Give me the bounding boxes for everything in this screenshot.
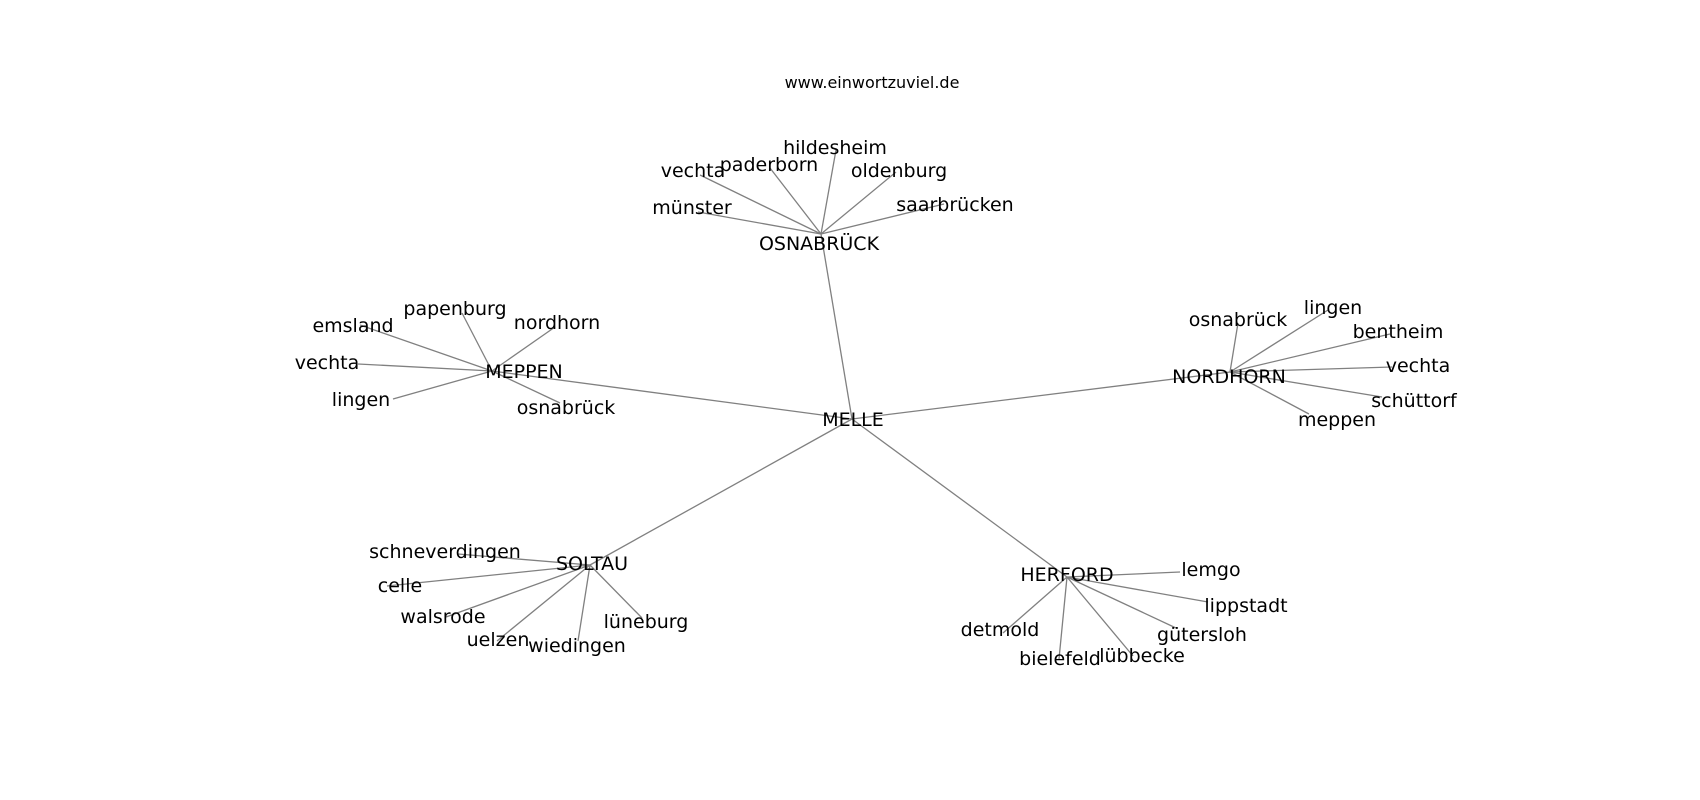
edge-nordhorn-meppen <box>1229 371 1310 415</box>
leaf-osnabrueck-saarbruecken: saarbrücken <box>896 194 1013 216</box>
leaf-meppen-vechta: vechta <box>295 352 360 374</box>
leaf-herford-lemgo: lemgo <box>1181 559 1240 581</box>
edge-herford-detmold <box>1002 576 1068 634</box>
node-osnabrueck: OSNABRÜCK <box>759 232 880 255</box>
leaf-meppen-papenburg: papenburg <box>403 298 506 320</box>
leaf-soltau-wiedingen: wiedingen <box>528 635 626 657</box>
edge-meppen-vechta <box>357 363 493 372</box>
edge-soltau-lueneburg <box>589 564 643 619</box>
edge-meppen-nordhorn <box>491 326 556 372</box>
leaf-herford-bielefeld: bielefeld <box>1019 648 1101 670</box>
leaf-nordhorn-vechta: vechta <box>1386 355 1451 377</box>
leaf-soltau-walsrode: walsrode <box>400 606 485 628</box>
leaf-osnabrueck-oldenburg: oldenburg <box>851 160 947 182</box>
edge-melle-nordhorn <box>851 371 1231 420</box>
leaf-meppen-nordhorn: nordhorn <box>514 312 600 334</box>
edge-nordhorn-osnabrueck <box>1229 322 1239 373</box>
node-nordhorn: NORDHORN <box>1172 366 1286 388</box>
node-meppen: MEPPEN <box>485 361 563 383</box>
node-herford: HERFORD <box>1020 564 1113 586</box>
labels-layer: MELLEOSNABRÜCKvechtapaderbornhildesheimo… <box>295 137 1458 670</box>
edge-soltau-walsrode <box>445 564 591 618</box>
leaf-soltau-lueneburg: lüneburg <box>604 611 689 633</box>
leaf-meppen-osnabrueck: osnabrück <box>517 397 616 419</box>
edge-herford-lemgo <box>1066 571 1181 578</box>
edge-nordhorn-vechta <box>1229 366 1393 373</box>
edge-osnabrueck-muenster <box>697 211 822 235</box>
leaf-nordhorn-meppen: meppen <box>1298 409 1376 431</box>
leaf-nordhorn-osnabrueck: osnabrück <box>1189 309 1288 331</box>
edge-nordhorn-schuettorf <box>1229 371 1383 398</box>
edge-osnabrueck-oldenburg <box>820 171 897 235</box>
leaf-herford-detmold: detmold <box>961 619 1040 641</box>
edge-meppen-emsland <box>359 324 493 372</box>
leaf-soltau-uelzen: uelzen <box>467 629 530 651</box>
edge-meppen-lingen <box>392 370 493 400</box>
leaf-osnabrueck-vechta: vechta <box>661 160 726 182</box>
leaf-soltau-celle: celle <box>378 575 422 597</box>
edge-melle-osnabrueck <box>820 233 853 420</box>
leaf-nordhorn-bentheim: bentheim <box>1353 321 1444 343</box>
edge-meppen-osnabrueck <box>491 370 561 404</box>
leaf-herford-guetersloh: gütersloh <box>1157 624 1247 646</box>
edge-nordhorn-bentheim <box>1229 333 1391 373</box>
leaf-osnabrueck-muenster: münster <box>652 197 732 219</box>
leaf-herford-lippstadt: lippstadt <box>1204 595 1287 617</box>
edge-melle-soltau <box>589 418 853 566</box>
leaf-osnabrueck-hildesheim: hildesheim <box>783 137 887 159</box>
leaf-meppen-lingen: lingen <box>332 389 390 411</box>
edge-soltau-wiedingen <box>577 564 591 642</box>
edge-osnabrueck-hildesheim <box>820 149 837 235</box>
leaf-osnabrueck-paderborn: paderborn <box>720 154 818 176</box>
edge-herford-lippstadt <box>1066 576 1209 603</box>
leaf-nordhorn-schuettorf: schüttorf <box>1371 390 1458 412</box>
edge-soltau-schneverdingen <box>457 553 591 566</box>
edge-soltau-celle <box>386 564 591 587</box>
edge-melle-herford <box>851 418 1068 578</box>
edge-meppen-papenburg <box>461 312 493 372</box>
edge-osnabrueck-vechta <box>699 174 822 235</box>
edge-herford-luebbecke <box>1066 576 1134 657</box>
leaf-meppen-emsland: emsland <box>312 315 393 337</box>
edge-herford-bielefeld <box>1058 576 1068 660</box>
edge-osnabrueck-paderborn <box>769 167 822 235</box>
node-soltau: SOLTAU <box>556 553 628 575</box>
leaf-herford-luebbecke: lübbecke <box>1099 645 1185 667</box>
edge-osnabrueck-saarbruecken <box>820 203 945 235</box>
leaf-nordhorn-lingen: lingen <box>1304 297 1362 319</box>
leaf-soltau-schneverdingen: schneverdingen <box>369 541 521 563</box>
edge-herford-guetersloh <box>1066 576 1177 629</box>
edge-nordhorn-lingen <box>1229 309 1329 373</box>
site-title: www.einwortzuviel.de <box>785 73 960 92</box>
edge-soltau-uelzen <box>496 564 591 642</box>
edges-layer <box>357 149 1393 660</box>
node-melle: MELLE <box>822 409 884 431</box>
edge-melle-meppen <box>491 370 853 420</box>
